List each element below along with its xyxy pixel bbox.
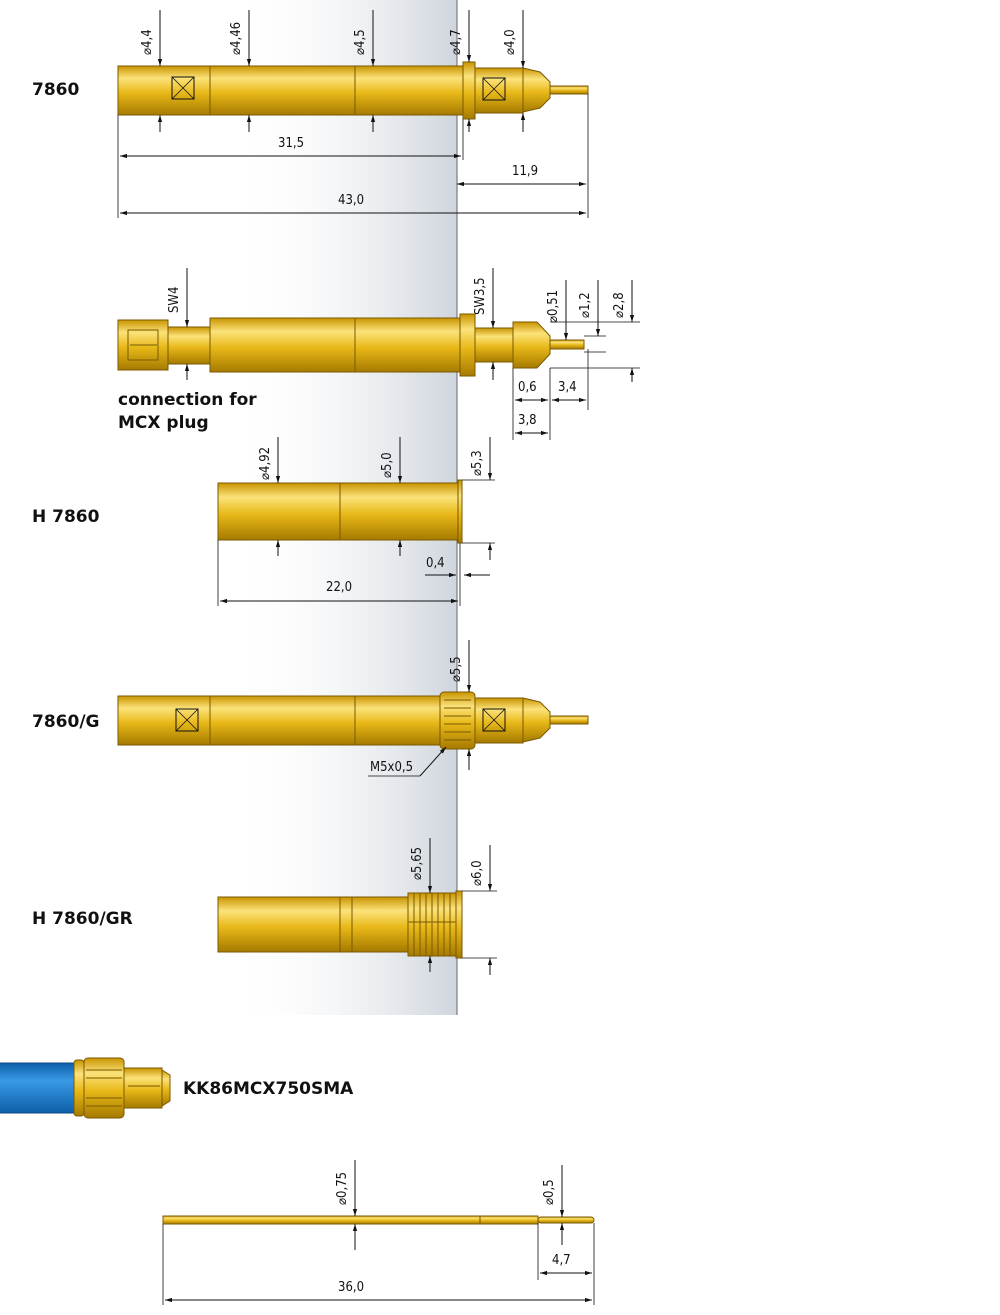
dimension-label: M5x0,5 (370, 760, 413, 775)
dimension-label: SW3,5 (473, 277, 488, 315)
part-7860-g: 7860/G ⌀5,5 M5x0,5 (32, 640, 589, 777)
part-connection: SW4 SW3,5 ⌀0,51 ⌀1,2 ⌀2,8 0,6 3,4 3,8 co… (117, 268, 640, 440)
dimension-label: 22,0 (326, 580, 352, 595)
dimension-label: ⌀4,46 (229, 22, 244, 55)
dimension-label: ⌀4,7 (449, 29, 464, 55)
part-label: KK86MCX750SMA (183, 1079, 354, 1099)
dimension-label: ⌀1,2 (578, 292, 593, 318)
dimension-label: ⌀0,75 (335, 1172, 350, 1205)
dimension-label: 36,0 (338, 1280, 364, 1295)
dimension-label: ⌀0,51 (546, 290, 561, 323)
blue-cable (0, 1062, 83, 1114)
dimension-label: 31,5 (278, 136, 304, 151)
dimension-label: 3,4 (558, 380, 577, 395)
note-line1: connection for (118, 390, 257, 410)
note-line2: MCX plug (118, 413, 209, 433)
part-h-7860: H 7860 ⌀4,92 ⌀5,0 ⌀5,3 0,4 22,0 (32, 437, 495, 606)
dimension-label: ⌀5,5 (449, 656, 464, 682)
dimension-label: 4,7 (552, 1253, 571, 1268)
dimension-label: ⌀5,65 (410, 847, 425, 880)
dimension-label: 11,9 (512, 164, 538, 179)
dimension-label: ⌀0,5 (542, 1179, 557, 1205)
dimension-label: ⌀4,92 (258, 447, 273, 480)
dimension-label: ⌀5,0 (380, 452, 395, 478)
part-label: H 7860 (32, 507, 100, 527)
dimension-label: ⌀2,8 (612, 292, 627, 318)
dimension-label: ⌀4,5 (353, 29, 368, 55)
dimension-label: ⌀5,3 (470, 450, 485, 476)
part-label: H 7860/GR (32, 909, 133, 929)
part-7860: 7860 ⌀4,4 ⌀4,46 ⌀4,5 ⌀4,7 ⌀4,0 31,5 (32, 10, 589, 218)
part-h-7860-gr: H 7860/GR ⌀5,65 ⌀6,0 (32, 838, 497, 975)
dimension-label: SW4 (167, 287, 182, 313)
part-cable-kk86: KK86MCX750SMA (0, 1057, 354, 1119)
part-label: 7860/G (32, 712, 99, 732)
dimension-label: ⌀4,4 (140, 29, 155, 55)
dimension-label: ⌀6,0 (470, 860, 485, 886)
dimension-label: 3,8 (518, 413, 537, 428)
dimension-label: 0,4 (426, 556, 445, 571)
dimension-label: ⌀4,0 (503, 29, 518, 55)
dimension-label: 0,6 (518, 380, 537, 395)
dimension-label: 43,0 (338, 193, 364, 208)
wrench-square (171, 76, 195, 100)
part-label: 7860 (32, 80, 79, 100)
part-pin: ⌀0,75 ⌀0,5 4,7 36,0 (162, 1160, 595, 1305)
wrench-square (482, 77, 506, 101)
